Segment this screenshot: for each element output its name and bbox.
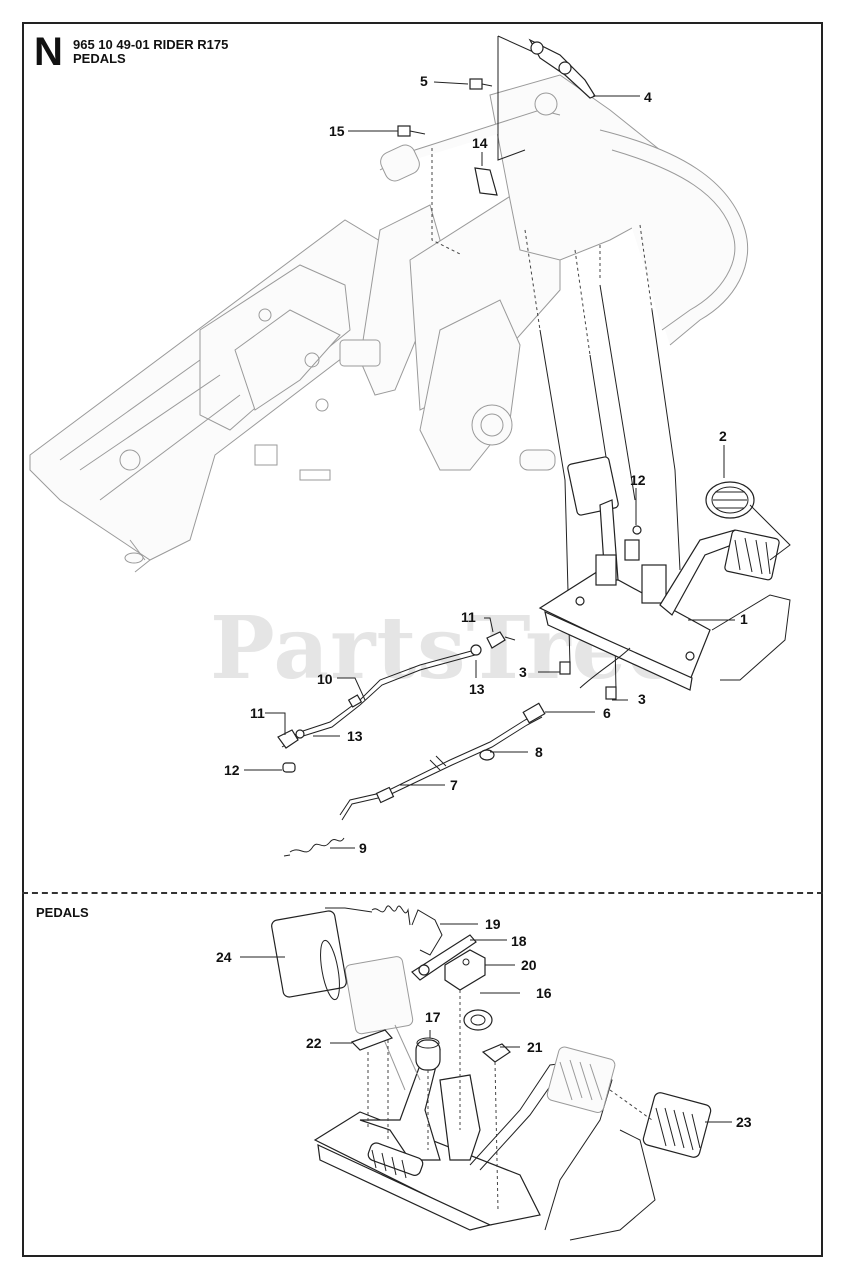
callout-6[interactable]: 6 [603,705,611,721]
diagram-subtitle: PEDALS [73,51,126,66]
callout-13b[interactable]: 13 [347,728,363,744]
callout-2[interactable]: 2 [719,428,727,444]
callout-20[interactable]: 20 [521,957,537,973]
callout-11b[interactable]: 11 [250,705,265,721]
callout-11a[interactable]: 11 [461,609,476,625]
callout-5[interactable]: 5 [420,73,428,89]
section-letter: N [34,30,63,74]
callout-8[interactable]: 8 [535,744,543,760]
callout-10[interactable]: 10 [317,671,333,687]
callout-12b[interactable]: 12 [630,472,646,488]
section-divider [22,892,823,894]
pedal-assembly [538,456,791,691]
callout-17[interactable]: 17 [425,1009,441,1025]
callout-3b[interactable]: 3 [638,691,646,707]
pedals-detail-view [271,905,712,1241]
callout-1[interactable]: 1 [740,611,748,627]
chassis-frame [29,74,749,573]
callout-9[interactable]: 9 [359,840,367,856]
callout-14[interactable]: 14 [472,135,488,151]
detail-section-title: PEDALS [36,905,89,920]
callout-12a[interactable]: 12 [224,762,240,778]
diagram-title: 965 10 49-01 RIDER R175 [73,37,229,52]
callout-15[interactable]: 15 [329,123,345,139]
cables-upper-left [277,525,642,857]
callout-23[interactable]: 23 [736,1114,752,1130]
callout-21[interactable]: 21 [527,1039,543,1055]
callout-16[interactable]: 16 [536,985,552,1001]
callout-3a[interactable]: 3 [519,664,527,680]
callout-7[interactable]: 7 [450,777,458,793]
callout-4[interactable]: 4 [644,89,652,105]
callout-22[interactable]: 22 [306,1035,322,1051]
callout-19[interactable]: 19 [485,916,501,932]
pedal-pad-part-2 [705,481,791,561]
callout-leaders [240,81,735,1123]
callout-13a[interactable]: 13 [469,681,485,697]
callout-24[interactable]: 24 [216,949,232,965]
diagram-frame [22,22,823,1257]
top-hardware [397,38,596,196]
callout-18[interactable]: 18 [511,933,527,949]
